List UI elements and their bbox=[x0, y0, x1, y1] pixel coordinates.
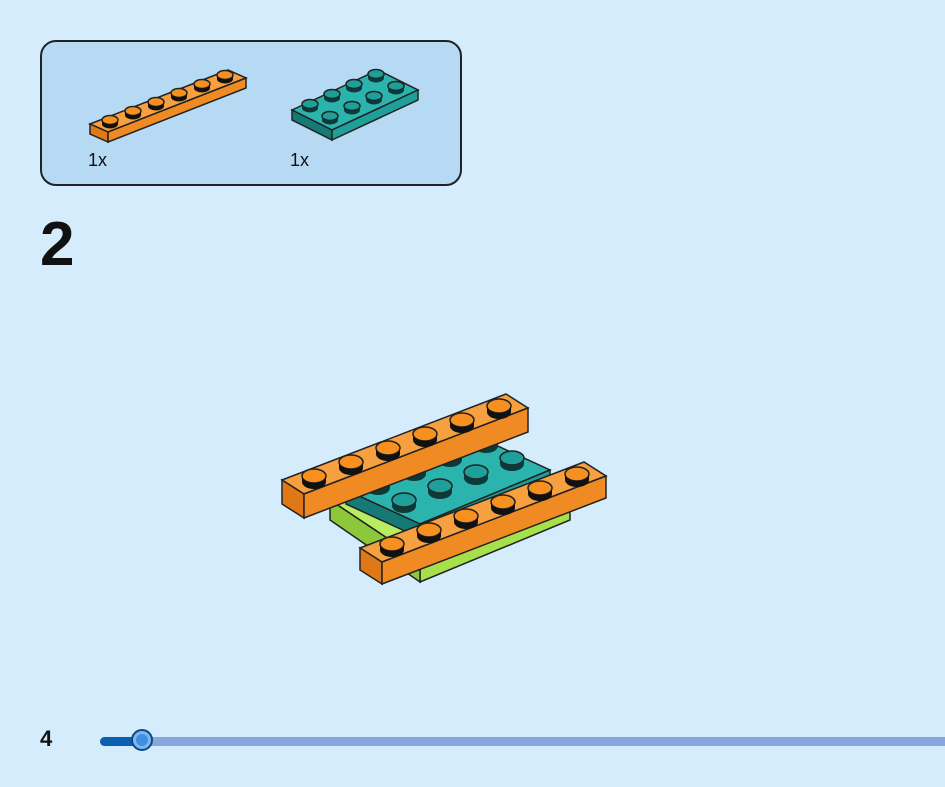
teal-plate-2x4-icon bbox=[290, 68, 420, 142]
progress-knob bbox=[131, 729, 154, 751]
part-teal-plate: 1x bbox=[288, 66, 428, 176]
brick-model-icon bbox=[280, 393, 608, 586]
parts-callout-box: 1x bbox=[40, 40, 462, 186]
progress-fill bbox=[100, 737, 143, 746]
page-progress-bar bbox=[100, 729, 945, 751]
page-number: 4 bbox=[40, 726, 53, 751]
part-quantity: 1x bbox=[88, 150, 108, 170]
orange-plate-1x6-icon bbox=[88, 69, 248, 144]
step-number: 2 bbox=[40, 210, 75, 279]
part-orange-plate: 1x bbox=[86, 66, 256, 176]
part-quantity: 1x bbox=[290, 150, 310, 170]
assembly-illustration bbox=[280, 390, 620, 595]
